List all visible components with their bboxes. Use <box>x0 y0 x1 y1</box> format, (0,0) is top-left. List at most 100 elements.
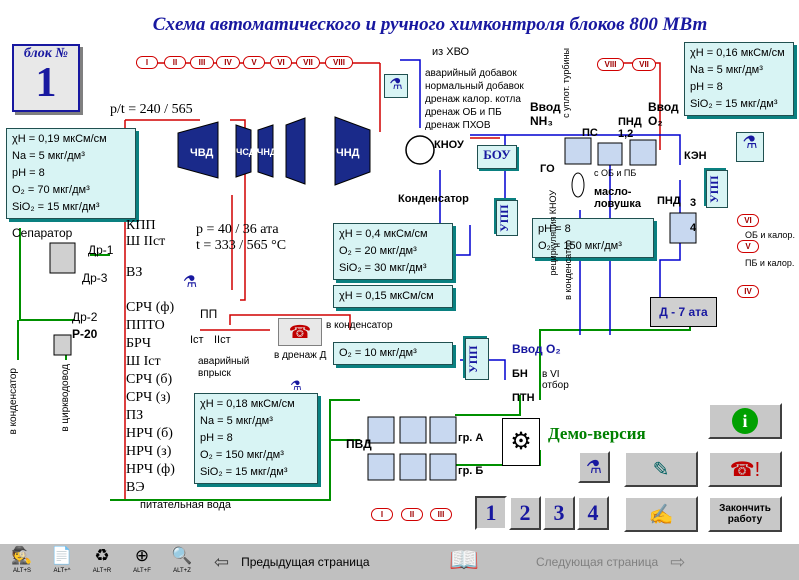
param-line: pH = 8 <box>690 81 723 93</box>
sample-point-I[interactable]: I <box>136 56 158 69</box>
flask-icon[interactable]: ⚗ <box>290 378 302 393</box>
pump-icon[interactable]: ⚙ <box>502 418 540 466</box>
info-button[interactable]: i <box>708 403 782 439</box>
param-line: O₂ = 150 мкг/дм³ <box>200 449 284 461</box>
sample-point-VIII-right[interactable]: VIII <box>597 58 624 71</box>
arrow-right-icon: ⇨ <box>670 551 686 572</box>
chnd2-label: ЧНД <box>336 147 360 159</box>
shortcut: ALT+R <box>92 568 112 574</box>
srch-z-label: СРЧ (з) <box>126 390 171 405</box>
param-panel-feedwater[interactable]: χН = 0,18 мкСм/см Na = 5 мкг/дм³ pH = 8 … <box>194 393 318 484</box>
block-1-button[interactable]: 1 <box>475 496 507 530</box>
param-line: O₂ = 150 мкг/дм³ <box>538 240 622 252</box>
param-line: SiO₂ = 30 мкг/дм³ <box>339 262 427 274</box>
sh1-label: Ш Iст <box>126 354 161 369</box>
upp-box[interactable]: УПП <box>465 338 489 380</box>
sample-point-VI-side[interactable]: VI <box>737 214 759 227</box>
ppto-label: ППТО <box>126 318 165 333</box>
sample-point-IV[interactable]: IV <box>216 56 240 69</box>
finish-button[interactable]: Закончить работу <box>708 496 782 532</box>
oil-trap-line: масло- <box>594 186 632 198</box>
toolbar-search-person[interactable]: 🕵ALT+S <box>6 544 38 578</box>
block-number: 1 <box>35 60 57 106</box>
block-label: блок № <box>23 46 69 61</box>
detective-icon: 🕵 <box>11 546 33 565</box>
upp-box[interactable]: УПП <box>706 170 728 208</box>
alarm-phone-button[interactable]: ☎! <box>708 451 782 487</box>
pen-icon: ✍ <box>648 503 674 526</box>
shortcut: ALT+F <box>133 568 151 574</box>
status-bar: 🕵ALT+S 📄ALT+^ ♻ ALT+R ⊕ ALT+F 🔍ALT+Z ⇦ Пре… <box>0 543 799 580</box>
next-page-link[interactable]: Следующая страница ⇨ <box>536 550 685 574</box>
param-panel-condensate[interactable]: χН = 0,4 мкСм/см O₂ = 20 мкг/дм³ SiO₂ = … <box>333 223 453 280</box>
vvod-nh3-label: Ввод NH₃ <box>530 100 561 128</box>
book-icon[interactable]: 📖 <box>449 547 479 574</box>
flask-icon[interactable]: ⚗ <box>182 274 198 291</box>
flask-icon[interactable]: ⚗ <box>384 74 408 98</box>
toolbar-refresh[interactable]: ♻ ALT+R <box>86 544 118 578</box>
sample-point-II-bottom[interactable]: II <box>401 508 423 521</box>
vvod-o2-top-label: Ввод O₂ <box>648 100 679 128</box>
sample-point-VII[interactable]: VII <box>296 56 320 69</box>
sample-point-V[interactable]: V <box>243 56 265 69</box>
param-panel-bou[interactable]: χН = 0,15 мкСм/см <box>333 285 453 308</box>
alarm-phone-icon: ☎! <box>729 458 761 481</box>
block-4-button[interactable]: 4 <box>577 496 609 530</box>
group-b-label: гр. Б <box>458 465 484 477</box>
next-page-label: Следующая страница <box>536 555 659 569</box>
injection-label: впрыск <box>198 368 231 379</box>
edit-document-button[interactable]: ✎ <box>624 451 698 487</box>
to-circ-conduit-label: в циркводовод <box>60 364 71 432</box>
report-button[interactable]: ✍ <box>624 496 698 532</box>
sample-flask-button[interactable]: ⚗ <box>578 451 610 483</box>
sample-point-IV-side[interactable]: IV <box>737 285 759 298</box>
ve-label: ВЭ <box>126 480 145 495</box>
separator-label: Сепаратор <box>12 226 73 240</box>
param-panel-steam[interactable]: χН = 0,19 мкСм/см Na = 5 мкг/дм³ pH = 8 … <box>6 128 136 219</box>
block-2-button[interactable]: 2 <box>509 496 541 530</box>
bou-box[interactable]: БОУ <box>477 145 517 169</box>
to-vi-line: в VI <box>542 369 560 380</box>
recirc-label: рециркуляция КНОУ <box>548 190 558 276</box>
param-line: pH = 8 <box>200 432 233 444</box>
prev-page-label: Предыдущая страница <box>241 555 370 569</box>
nrch-b-label: НРЧ (б) <box>126 426 173 441</box>
sample-point-III-bottom[interactable]: III <box>430 508 452 521</box>
to-vi-line: отбор <box>542 380 569 391</box>
stage1-label: Iст <box>190 334 204 346</box>
toolbar-target[interactable]: ⊕ ALT+F <box>126 544 158 578</box>
prev-page-link[interactable]: ⇦ Предыдущая страница <box>214 550 370 574</box>
param-panel-feed-o2[interactable]: O₂ = 10 мкг/дм³ <box>333 342 453 365</box>
oil-trap-label: масло- ловушка <box>594 186 641 210</box>
phone-icon[interactable]: ☎ <box>278 318 322 346</box>
sample-point-III[interactable]: III <box>190 56 214 69</box>
toolbar-zoom[interactable]: 🔍ALT+Z <box>166 544 198 578</box>
sample-point-VIII[interactable]: VIII <box>325 56 353 69</box>
refresh-icon: ♻ <box>94 546 110 565</box>
upp-box[interactable]: УПП <box>496 200 518 236</box>
ken-label: КЭН <box>684 150 707 162</box>
pvd-label: ПВД <box>346 437 372 451</box>
flask-icon[interactable]: ⚗ <box>736 132 764 162</box>
pnd3-label: ПНД <box>657 195 681 207</box>
sample-point-V-side[interactable]: V <box>737 240 759 253</box>
sample-point-I-bottom[interactable]: I <box>371 508 393 521</box>
sample-point-VII-right[interactable]: VII <box>632 58 656 71</box>
pz-label: ПЗ <box>126 408 144 423</box>
dr3-label: Др-3 <box>82 271 108 285</box>
param-panel-deaerator[interactable]: pH = 8 O₂ = 150 мкг/дм³ <box>532 218 654 258</box>
sample-point-VI[interactable]: VI <box>270 56 292 69</box>
pnd12-label: ПНД 1,2 <box>618 116 642 140</box>
dr2-label: Др-2 <box>72 310 98 324</box>
toolbar-document[interactable]: 📄ALT+^ <box>46 544 78 578</box>
shortcut: ALT+Z <box>173 568 191 574</box>
ob-heater-label: ОБ и калор. <box>745 230 795 240</box>
go-label: ГО <box>540 163 555 175</box>
chnd1-label: ЧНД <box>257 147 277 157</box>
target-icon: ⊕ <box>134 546 150 565</box>
deaerator-box[interactable]: Д - 7 ата <box>650 297 717 327</box>
sample-point-II[interactable]: II <box>164 56 186 69</box>
param-panel-turbine-condensate[interactable]: χН = 0,16 мкСм/см Na = 5 мкг/дм³ pH = 8 … <box>684 42 794 116</box>
block-3-button[interactable]: 3 <box>543 496 575 530</box>
param-line: Na = 5 мкг/дм³ <box>12 150 85 162</box>
